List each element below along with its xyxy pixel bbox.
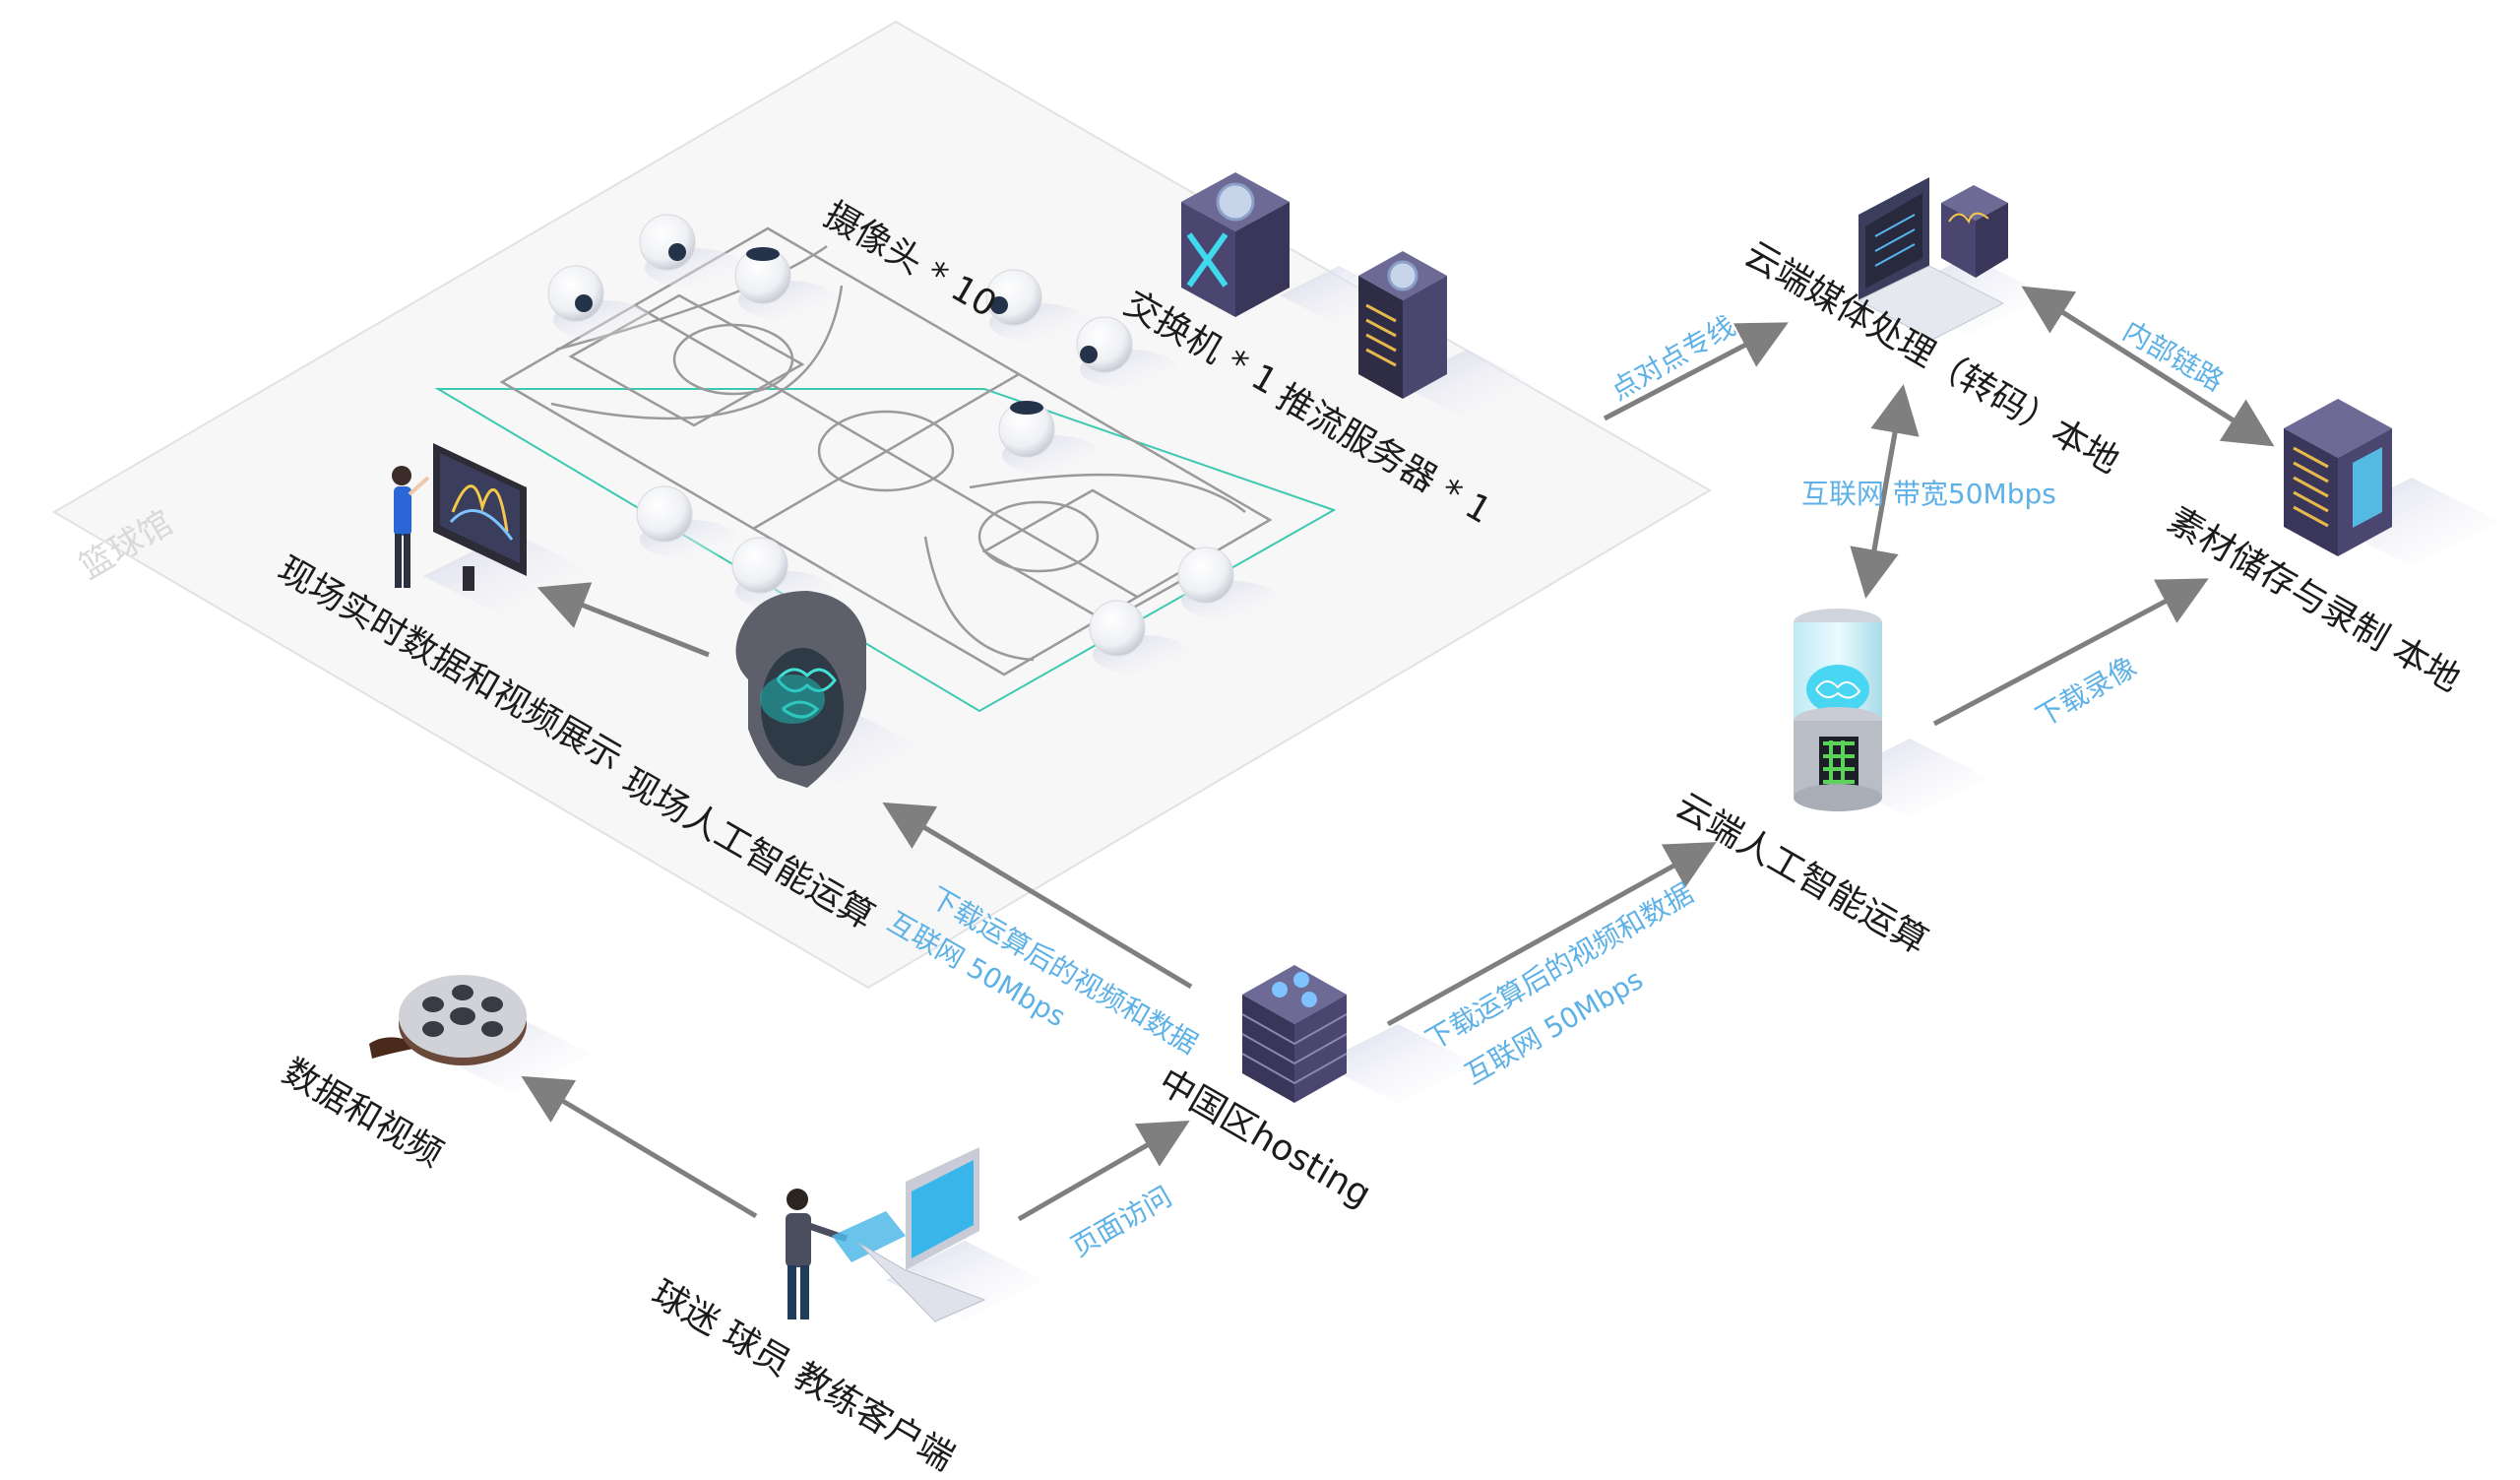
- camera-icon: [639, 214, 743, 288]
- switch-icon: [1181, 172, 1398, 325]
- push-server-icon: [1358, 251, 1536, 418]
- arrow-push-to-cloud-media: [1603, 322, 1789, 421]
- camera-icon: [985, 269, 1088, 343]
- onsite-display-icon: [392, 443, 591, 615]
- hosting-icon: [1241, 965, 1477, 1103]
- camera-icon: [1089, 600, 1191, 675]
- arrow-storage-to-cloud-media: [2021, 286, 2268, 444]
- camera-icon: [998, 401, 1101, 475]
- diagram-canvas: 篮球馆 摄像头 * 10 交换机 * 1 推流服务器 * 1 现场实时数据和视频…: [52, 20, 2500, 1479]
- arrow-hosting-to-cloud-ai: [1386, 842, 1717, 1027]
- camera-icon: [547, 265, 652, 340]
- arrow-onsite-ai-to-display: [536, 582, 710, 658]
- connection-arrows: [521, 286, 2275, 1222]
- arrow-client-to-reel: [521, 1075, 758, 1219]
- camera-icon: [1177, 547, 1280, 620]
- film-reel-icon: [369, 975, 591, 1093]
- onsite-ai-icon: [735, 591, 925, 788]
- camera-icon: [636, 485, 738, 559]
- cloud-media-icon: [1857, 177, 2048, 341]
- arrow-cloud-ai-to-storage: [1932, 578, 2209, 727]
- client-icon: [786, 1147, 1043, 1322]
- arrow-client-to-hosting: [1017, 1121, 1190, 1222]
- arrow-hosting-to-onsite-ai: [882, 802, 1193, 990]
- camera-icon: [734, 247, 837, 320]
- camera-icon: [1076, 316, 1178, 389]
- venue-platform: [52, 20, 1712, 990]
- storage-icon: [2284, 399, 2500, 566]
- architecture-diagram: [52, 20, 2500, 1322]
- internet-bw-label: 互联网 带宽50Mbps: [1801, 478, 2056, 510]
- cloud-ai-icon: [1794, 609, 1988, 817]
- arrow-cloud-ai-to-cloud-media: [1864, 384, 1920, 590]
